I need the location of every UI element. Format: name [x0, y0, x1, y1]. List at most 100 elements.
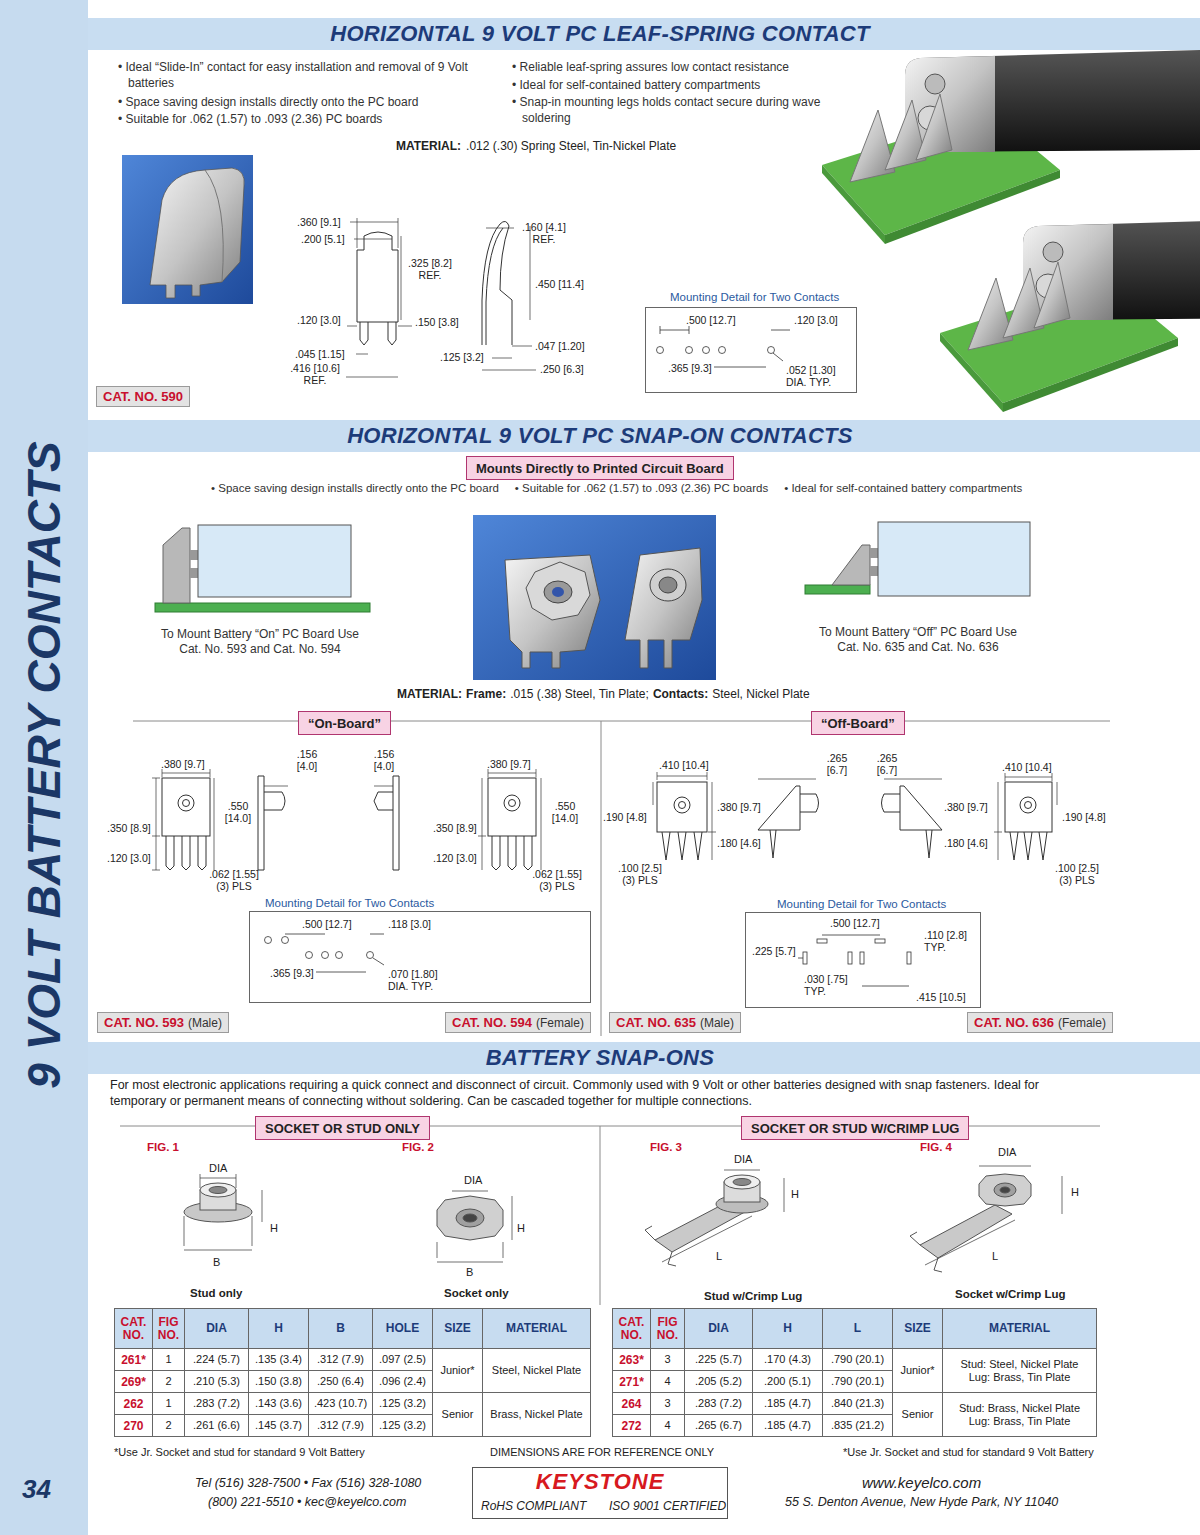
detail-pattern — [660, 326, 790, 367]
dimension-label: .190 [4.8] — [1062, 811, 1106, 823]
text-row: MATERIAL:Frame:.015 (.38) Steel, Tin Pla… — [397, 687, 810, 701]
dimension-letter: DIA — [998, 1146, 1016, 1158]
dimension-label: .325 [8.2] REF. — [404, 257, 456, 281]
table-cell: .261 (6.6) — [185, 1415, 249, 1437]
dimension-label: .500 [12.7] — [302, 918, 352, 930]
text-row: MATERIAL:.012 (.30) Spring Steel, Tin-Ni… — [396, 139, 676, 153]
table-cell: Senior — [433, 1393, 483, 1437]
column-heading: CAT. NO. — [615, 1316, 648, 1342]
snap-fastener-figures — [437, 1191, 512, 1262]
mounting-detail-box: Mounting Detail for Two Contacts.500 [12… — [249, 911, 591, 1003]
snap-contact-drawing — [183, 800, 190, 807]
snap-fastener-figures — [1000, 1187, 1010, 1193]
table-value: .250 (6.4) — [317, 1375, 364, 1388]
tag-label: “On-Board” — [308, 716, 381, 731]
table-value: .143 (3.6) — [255, 1397, 302, 1410]
table-cell: 1 — [153, 1349, 185, 1371]
catalog-number: CAT. NO. 590 — [103, 389, 183, 404]
table-header-cell: SIZE — [433, 1309, 483, 1349]
table-value: .200 (5.1) — [764, 1375, 811, 1388]
contact-drawing — [346, 326, 412, 377]
detail-pattern — [265, 937, 272, 944]
detail-pattern — [703, 347, 710, 354]
table-cell: 3 — [651, 1349, 685, 1371]
contact-photo — [150, 168, 244, 298]
table-header-cell: MATERIAL — [483, 1309, 591, 1349]
table-value: 2 — [165, 1375, 171, 1388]
dimension-label: .350 [8.9] — [433, 822, 477, 834]
table-header-cell: H — [753, 1309, 823, 1349]
detail-pattern — [817, 939, 827, 943]
table-value: Lug: Brass, Tin Plate — [969, 1415, 1071, 1428]
category-tag: “Off-Board” — [811, 711, 905, 735]
table-value: .185 (4.7) — [764, 1419, 811, 1432]
detail-title: Mounting Detail for Two Contacts — [265, 897, 434, 909]
table-header-cell: CAT. NO. — [115, 1309, 153, 1349]
mounting-diagram — [163, 528, 190, 603]
snap-contact-drawing — [662, 832, 702, 860]
table-cell: .205 (5.2) — [685, 1371, 753, 1393]
table-value: Junior* — [440, 1364, 474, 1377]
dimension-label: .416 [10.6] REF. — [286, 362, 344, 386]
dimension-label: .410 [10.4] — [659, 759, 709, 771]
svg-definition — [940, 218, 1200, 412]
dimension-label: .380 [9.7] — [944, 801, 988, 813]
snap-contact-drawing — [758, 786, 819, 858]
table-value: .210 (5.3) — [193, 1375, 240, 1388]
battery-illustration — [916, 94, 952, 160]
battery-illustration — [850, 110, 895, 182]
column-heading: SIZE — [904, 1322, 931, 1335]
logo-box: KEYSTONERoHS COMPLIANTISO 9001 CERTIFIED — [472, 1467, 728, 1519]
figure-caption: Socket only — [444, 1287, 509, 1299]
detail-pattern — [282, 937, 289, 944]
table-cell: .150 (3.8) — [249, 1371, 309, 1393]
table-value: .096 (2.4) — [379, 1375, 426, 1388]
category-tag: Mounts Directly to Printed Circuit Board — [466, 456, 734, 480]
table-value: 261* — [121, 1353, 146, 1367]
dimension-label: .100 [2.5] (3) PLS — [1050, 862, 1104, 886]
feature-bullet: • Ideal for self-contained battery compa… — [784, 482, 1022, 494]
table-cell: .790 (20.1) — [823, 1349, 893, 1371]
table-value: Stud: Steel, Nickel Plate — [960, 1358, 1078, 1371]
dimension-label: .156 [4.0] — [290, 748, 324, 772]
description-text: For most electronic applications requiri… — [110, 1077, 1095, 1109]
snap-contact-drawing — [478, 769, 541, 870]
dimension-label: .045 [1.15] — [295, 348, 345, 360]
mounting-diagram — [878, 522, 1030, 596]
dimension-label: .200 [5.1] — [301, 233, 345, 245]
table-cell: .125 (3.2) — [373, 1415, 433, 1437]
table-cell: .840 (21.3) — [823, 1393, 893, 1415]
material-note: .012 (.30) Spring Steel, Tin-Nickel Plat… — [466, 139, 676, 153]
side-band: 9 VOLT BATTERY CONTACTS34 — [0, 0, 88, 1535]
dimension-label: .450 [11.4] — [535, 278, 584, 290]
svg-definition — [1003, 338, 1178, 412]
snap-contact-photo — [473, 515, 716, 680]
dimension-label: .118 [3.0] — [388, 918, 431, 930]
snap-contact-drawing — [679, 802, 686, 809]
column-heading: MATERIAL — [506, 1322, 567, 1335]
detail-pattern — [306, 952, 313, 959]
table-value: .423 (10.7) — [314, 1397, 367, 1410]
detail-pattern — [719, 347, 726, 354]
column-heading: CAT. NO. — [117, 1316, 150, 1342]
table-cell: .185 (4.7) — [753, 1415, 823, 1437]
catalog-number-tag: CAT. NO. 635(Male) — [609, 1012, 741, 1033]
column-heading: DIA — [206, 1322, 227, 1335]
detail-pattern — [907, 952, 911, 964]
dimension-letter: DIA — [734, 1153, 752, 1165]
table-value: .125 (3.2) — [379, 1419, 426, 1432]
contact-photo — [122, 155, 253, 304]
table-cell: Brass, Nickel Plate — [483, 1393, 591, 1437]
snap-contact-drawing — [162, 778, 210, 836]
dimension-label: .265 [6.7] — [870, 752, 904, 776]
column-heading: FIG NO. — [155, 1316, 182, 1342]
website-url: www.keyelco.com — [862, 1474, 981, 1491]
table-cell: Steel, Nickel Plate — [483, 1349, 591, 1393]
table-value: .283 (7.2) — [193, 1397, 240, 1410]
snap-fastener-figures — [662, 1170, 784, 1262]
snap-contact-photo — [552, 587, 564, 597]
snap-contact-drawing — [1020, 797, 1036, 813]
dimension-label: .550 [14.0] — [218, 800, 258, 824]
table-value: 270 — [123, 1419, 143, 1433]
table-value: 269* — [121, 1375, 146, 1389]
